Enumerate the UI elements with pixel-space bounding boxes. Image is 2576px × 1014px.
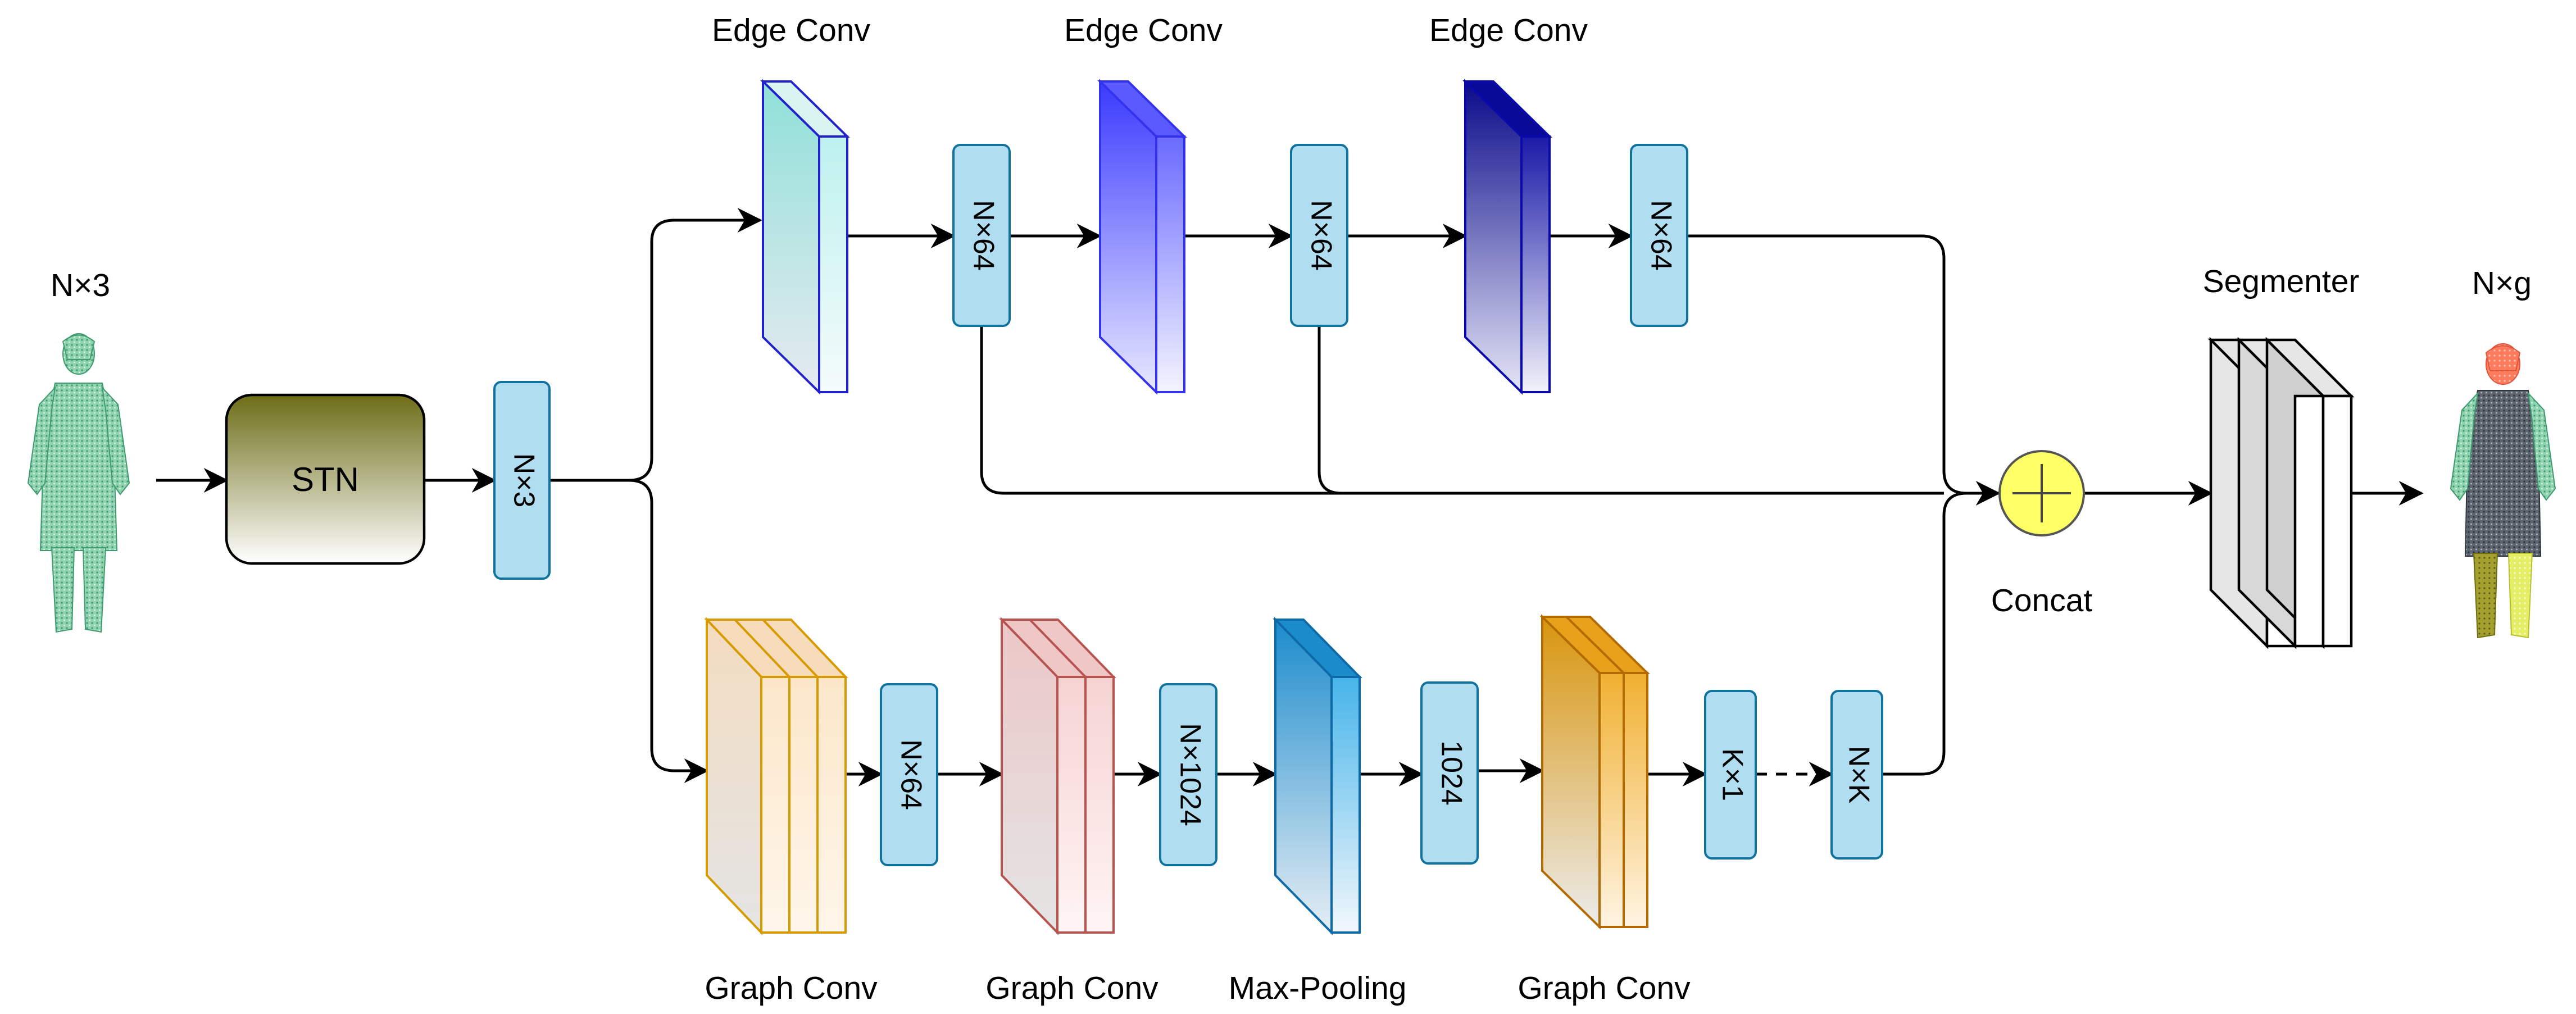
tensor-edge-1: N×64 <box>952 144 1011 327</box>
output-segmentation: N×g <box>2450 265 2556 639</box>
tensor-k1: K×1 <box>1704 690 1757 860</box>
connector-skip-2 <box>1317 326 1342 495</box>
tensor-input-label: N×3 <box>507 453 540 508</box>
edge-conv-block-2: Edge Conv <box>1064 12 1223 395</box>
segmenter-block: Segmenter <box>2203 263 2360 649</box>
tensor-graph-1: N×64 <box>880 683 938 866</box>
edge-conv-1-label: Edge Conv <box>712 12 871 48</box>
edge-conv-3-label: Edge Conv <box>1429 12 1588 48</box>
arrow-split-to-edge-branch <box>549 208 762 482</box>
segmenter-label: Segmenter <box>2203 263 2360 299</box>
tensor-edge-2: N×64 <box>1290 144 1348 327</box>
graph-conv-3-label: Graph Conv <box>1518 970 1691 1006</box>
arrow-split-to-graph-branch <box>629 479 709 783</box>
graph-conv-block-3: Graph Conv <box>1518 614 1691 1006</box>
concat-label: Concat <box>1991 583 2093 619</box>
statue-figure-input <box>27 333 130 633</box>
connections <box>156 208 2424 786</box>
tensor-edge-3: N×64 <box>1630 144 1688 327</box>
tensor-k1-label: K×1 <box>1716 748 1748 801</box>
tensor-graph-2-label: N×1024 <box>1174 723 1206 826</box>
tensor-graph-1-label: N×64 <box>894 739 927 810</box>
connector-edge-out-to-concat <box>1687 234 2001 506</box>
graph-conv-block-2: Graph Conv <box>985 617 1158 1006</box>
tensor-pool: 1024 <box>1420 681 1479 865</box>
stn-label: STN <box>292 461 359 498</box>
input-point-cloud: N×3 <box>27 267 130 633</box>
tensor-edge-1-label: N×64 <box>967 200 999 271</box>
max-pooling-label: Max-Pooling <box>1229 970 1407 1006</box>
tensor-nk: N×K <box>1830 690 1883 860</box>
edge-conv-block-1: Edge Conv <box>712 12 871 395</box>
output-shape-label: N×g <box>2472 265 2532 301</box>
tensor-edge-3-label: N×64 <box>1644 200 1677 271</box>
graph-conv-2-label: Graph Conv <box>985 970 1158 1006</box>
graph-conv-block-1: Graph Conv <box>704 616 878 1006</box>
connector-skip-1 <box>980 326 1944 495</box>
input-shape-label: N×3 <box>51 267 110 303</box>
tensor-nk-label: N×K <box>1842 746 1875 804</box>
tensor-graph-2: N×1024 <box>1159 683 1217 866</box>
tensor-pool-label: 1024 <box>1435 740 1468 806</box>
max-pooling-block: Max-Pooling <box>1229 617 1407 1006</box>
connector-graph-out-to-concat <box>1882 492 1967 776</box>
graph-conv-1-label: Graph Conv <box>705 970 878 1006</box>
tensor-input: N×3 <box>493 381 551 580</box>
edge-conv-2-label: Edge Conv <box>1064 12 1223 48</box>
statue-figure-output <box>2450 343 2556 639</box>
tensor-edge-2-label: N×64 <box>1305 200 1337 271</box>
concat-node: Concat <box>1991 450 2093 619</box>
stn-block: STN <box>225 393 426 565</box>
edge-conv-block-3: Edge Conv <box>1429 12 1588 395</box>
